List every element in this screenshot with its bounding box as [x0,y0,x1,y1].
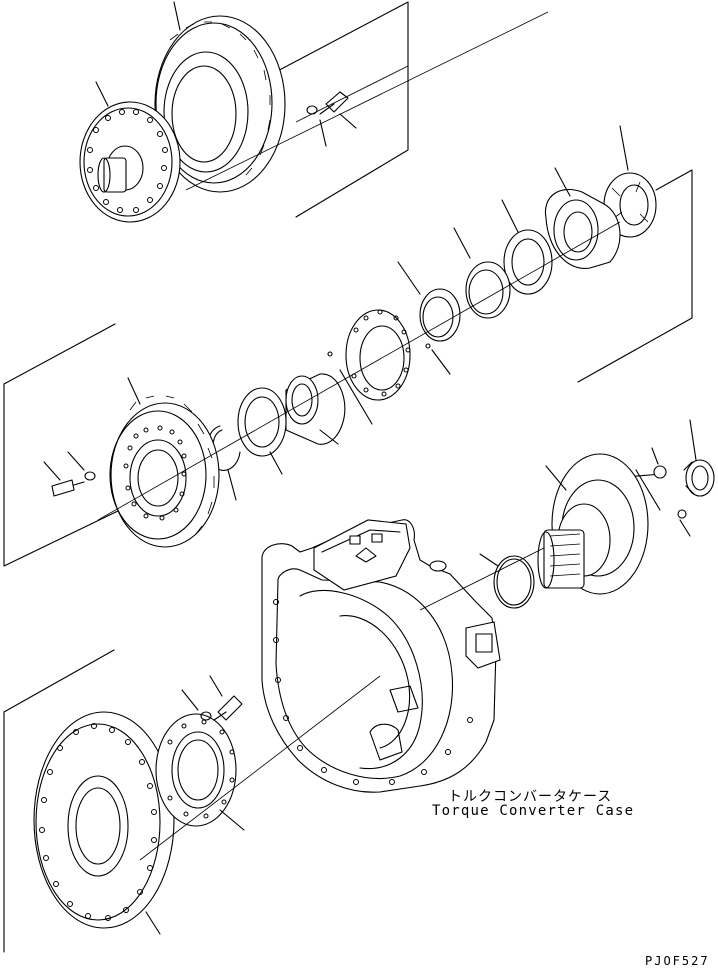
leader-line [320,120,326,146]
center-axis-lines [98,12,620,860]
leader-line [220,810,244,830]
leader-line [620,126,628,170]
bolt-top [307,92,356,146]
leader-line [270,452,282,474]
top-frame [270,2,408,217]
leader-line [546,466,566,490]
roller-bearing [286,374,345,444]
leader-line [182,690,198,710]
retainer [238,388,286,474]
case-label-japanese: トルクコンバータケース [448,789,613,805]
bearing-plate-bottom [156,714,244,830]
bottom-frame [4,650,114,952]
bolt-bottom [182,676,242,720]
leader-line [432,350,450,374]
leader-line [128,378,140,404]
middle-frame [4,170,692,566]
leader-line [680,520,690,536]
impeller-hub-disc [80,82,180,222]
leader-line [320,430,338,444]
leader-line [652,448,658,464]
output-flange-shaft [538,454,690,594]
leader-line [44,462,60,480]
torque-converter-case [262,520,500,792]
leader-line [690,420,696,460]
sleeve [502,200,552,294]
bearing-cage [545,168,620,268]
bolt-middle [44,452,95,496]
leader-line [398,262,420,294]
seal-ring-1 [454,228,510,318]
turbine-wheel-middle [110,378,219,547]
o-ring [480,554,534,608]
leader-line [146,912,160,934]
leader-line [480,554,498,566]
nut-small [652,448,666,478]
case-label-english: Torque Converter Case [432,803,635,819]
page-code: PJOF527 [645,954,710,968]
leader-line [68,452,84,470]
leader-line [502,200,518,232]
leader-line [174,2,180,30]
coupling-sleeve [684,420,714,496]
turbine-disc-top [155,2,285,192]
leader-line [555,168,570,196]
seal-ring-2 [398,262,460,341]
leader-line [454,228,470,258]
leader-line [96,82,108,106]
leader-line [210,676,222,696]
pump-impeller-bottom [34,712,174,934]
leader-line [340,114,356,128]
leader-line [228,470,236,500]
